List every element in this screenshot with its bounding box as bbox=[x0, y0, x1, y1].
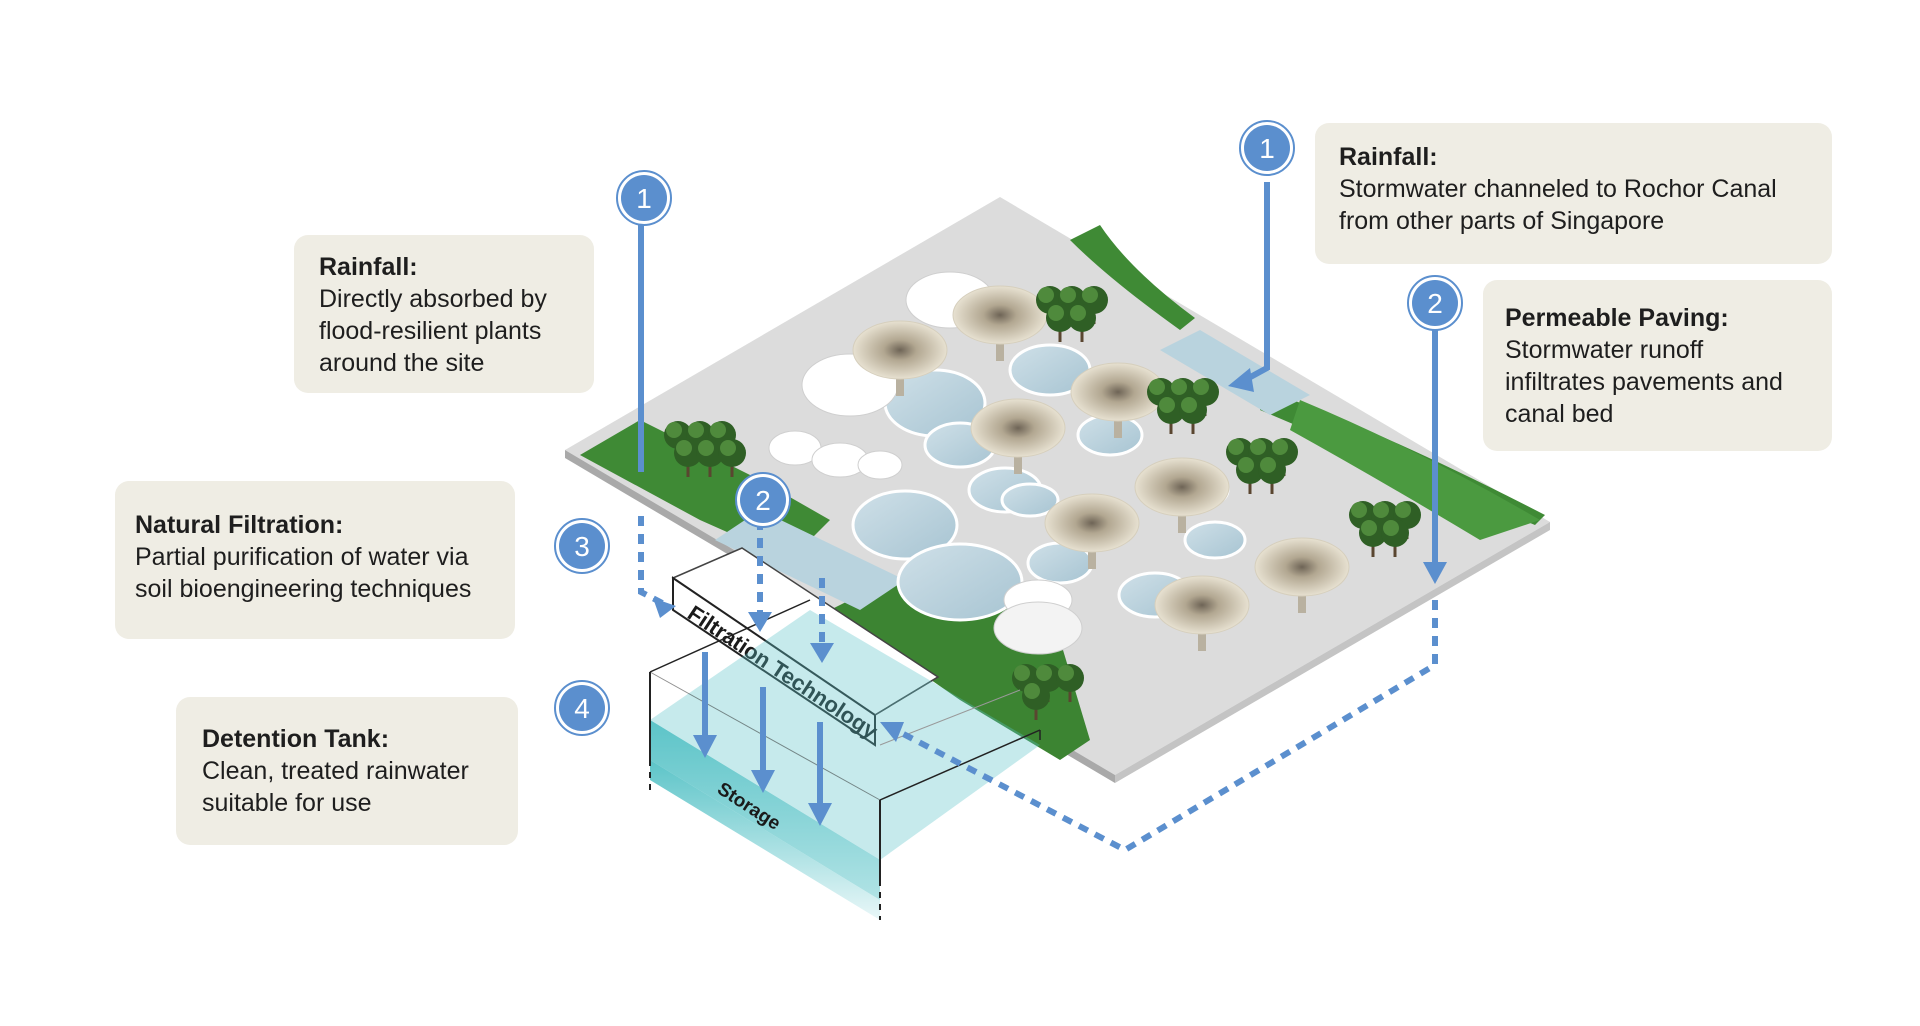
callout-detention-tank-body: Clean, treated rainwater suitable for us… bbox=[202, 757, 469, 817]
badge-site-paving: 2 bbox=[735, 472, 791, 528]
badge-rainfall-site-number: 1 bbox=[636, 183, 652, 214]
badge-rainfall-canal: 1 bbox=[1239, 120, 1295, 176]
tree-cluster bbox=[664, 421, 746, 477]
funnel-canopies bbox=[852, 285, 1350, 651]
badge-rainfall-canal-number: 1 bbox=[1259, 133, 1275, 164]
badge-permeable-paving: 2 bbox=[1407, 275, 1463, 331]
tree-cluster bbox=[1349, 501, 1421, 557]
callout-permeable-paving-body: Stormwater runoff infiltrates pavements … bbox=[1505, 336, 1783, 428]
tree-cluster bbox=[1012, 664, 1084, 720]
callout-permeable-paving: Permeable Paving: Stormwater runoff infi… bbox=[1483, 280, 1832, 451]
callout-permeable-paving-title: Permeable Paving: bbox=[1505, 304, 1729, 332]
funnel-canopy bbox=[970, 398, 1066, 474]
callout-natural-filtration-title: Natural Filtration: bbox=[135, 511, 344, 539]
badge-detention-tank: 4 bbox=[554, 680, 610, 736]
rainfall-canal-line bbox=[1243, 182, 1270, 383]
callout-rainfall-canal-body: Stormwater channeled to Rochor Canal fro… bbox=[1339, 175, 1777, 235]
callout-detention-tank: Detention Tank: Clean, treated rainwater… bbox=[176, 697, 518, 845]
badge-natural-filtration-number: 3 bbox=[574, 531, 590, 562]
flow-arrows bbox=[638, 182, 1438, 854]
badge-site-paving-number: 2 bbox=[755, 485, 771, 516]
arrowheads bbox=[653, 368, 1447, 826]
callout-rainfall-site: Rainfall: Directly absorbed by flood-res… bbox=[294, 235, 594, 393]
funnel-canopy bbox=[1254, 537, 1350, 613]
callout-rainfall-canal-title: Rainfall: bbox=[1339, 143, 1438, 171]
badge-detention-tank-number: 4 bbox=[574, 693, 590, 724]
callout-natural-filtration: Natural Filtration: Partial purification… bbox=[115, 481, 515, 639]
tree-clusters bbox=[664, 286, 1421, 720]
badge-rainfall-site: 1 bbox=[616, 170, 672, 226]
funnel-canopy bbox=[852, 320, 948, 396]
callout-rainfall-canal: Rainfall: Stormwater channeled to Rochor… bbox=[1315, 123, 1832, 264]
callout-natural-filtration-body: Partial purification of water via soil b… bbox=[135, 543, 472, 603]
tree-cluster bbox=[1036, 286, 1108, 342]
funnel-canopy bbox=[1154, 575, 1250, 651]
funnel-canopy bbox=[1044, 493, 1140, 569]
step-badges: 1 1 2 2 3 4 bbox=[554, 120, 1463, 736]
storage-tank: Storage bbox=[649, 599, 1041, 920]
tree-cluster bbox=[1147, 378, 1219, 434]
badge-natural-filtration: 3 bbox=[554, 518, 610, 574]
funnel-canopy bbox=[1134, 457, 1230, 533]
tree-cluster bbox=[1226, 438, 1298, 494]
canal bbox=[715, 330, 1310, 610]
callout-rainfall-site-body: Directly absorbed by flood-resilient pla… bbox=[319, 285, 547, 377]
callout-rainfall-site-title: Rainfall: bbox=[319, 253, 418, 281]
dashed-site-flow bbox=[638, 516, 668, 608]
callout-detention-tank-title: Detention Tank: bbox=[202, 725, 390, 753]
badge-permeable-paving-number: 2 bbox=[1427, 288, 1443, 319]
